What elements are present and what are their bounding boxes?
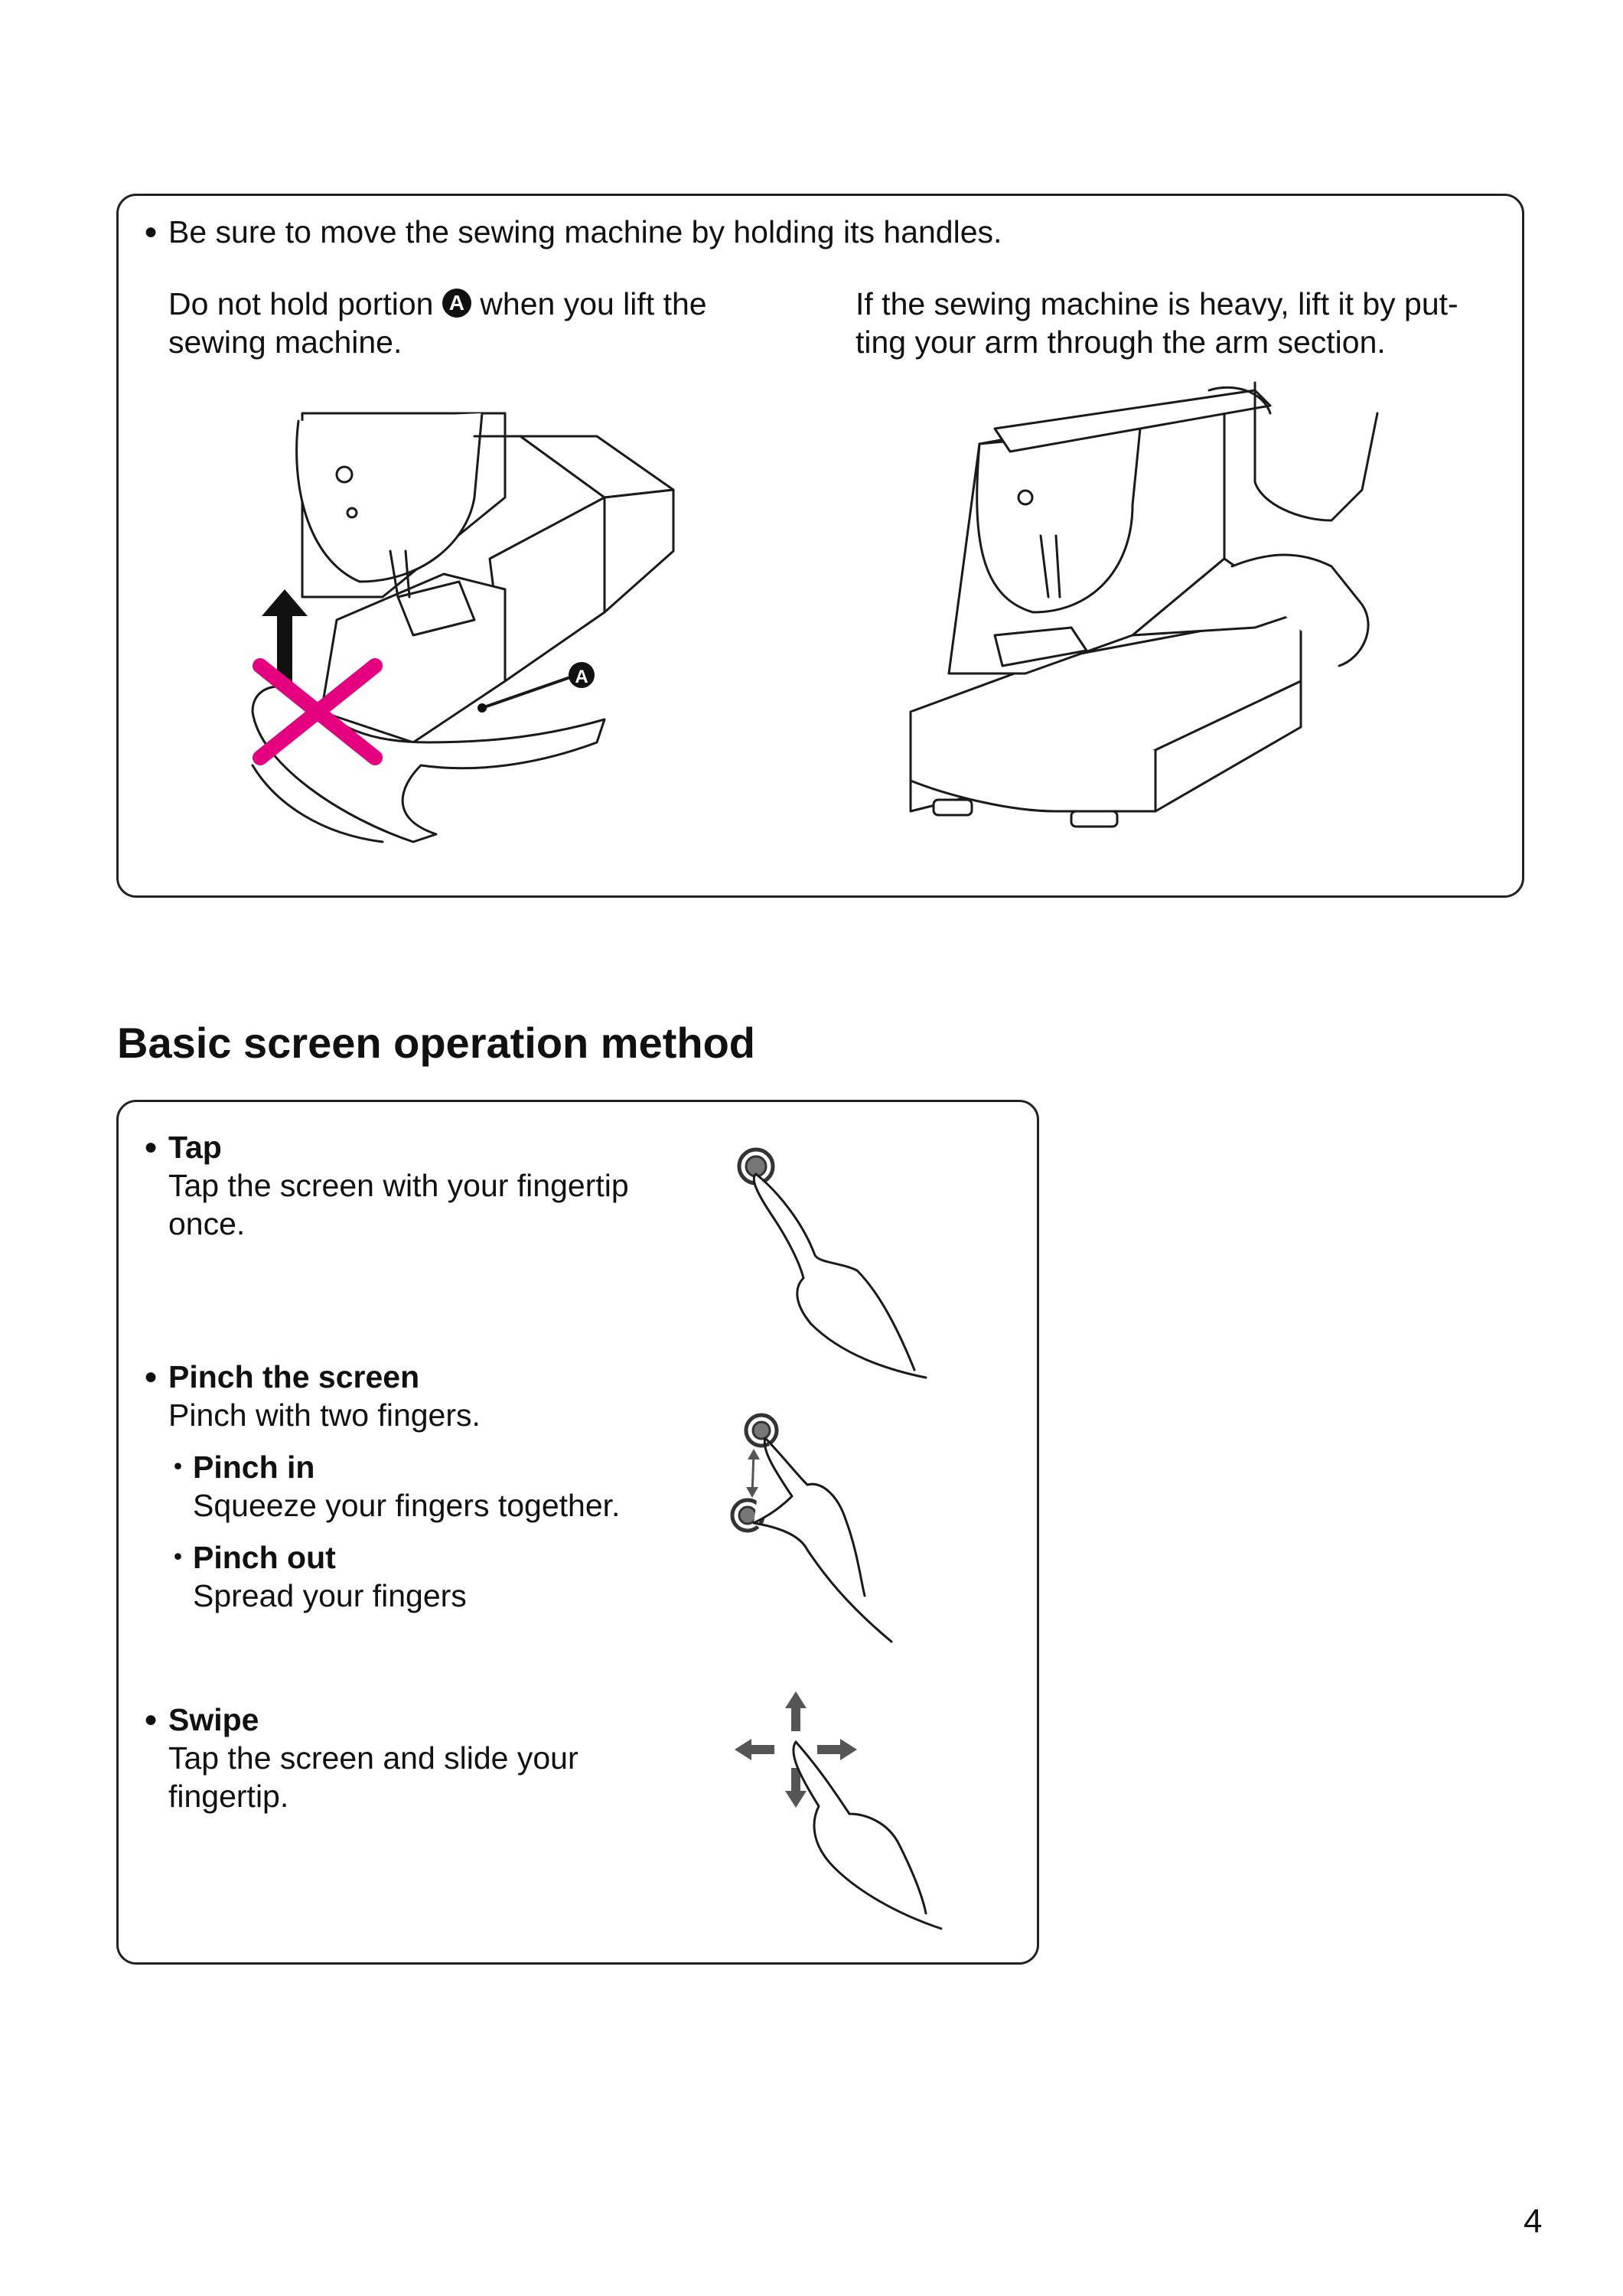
left-caution-post: when you lift the <box>480 286 707 321</box>
left-caution-line1: Do not hold portion A when you lift the <box>168 285 707 323</box>
wrong-lift-illustration: A <box>251 412 675 843</box>
handles-note: Be sure to move the sewing machine by ho… <box>168 214 1002 249</box>
tap-desc-line2: once. <box>168 1206 246 1241</box>
left-caution-pre: Do not hold portion <box>168 286 434 321</box>
right-caution-line1: If the sewing machine is heavy, lift it … <box>855 286 1458 321</box>
swipe-desc-line1: Tap the screen and slide your <box>168 1740 578 1776</box>
pinch-in-desc: Squeeze your fingers together. <box>193 1488 621 1523</box>
sub-bullet-icon: ・ <box>162 1540 194 1575</box>
swipe-gesture-icon <box>735 1691 943 1930</box>
tap-gesture-icon <box>737 1147 927 1379</box>
bullet-icon: ● <box>144 1134 158 1159</box>
bullet-icon: ● <box>144 219 158 244</box>
pinch-in-title: Pinch in <box>193 1450 315 1485</box>
sub-bullet-icon: ・ <box>162 1450 194 1485</box>
swipe-title: Swipe <box>168 1702 259 1737</box>
tap-desc-line1: Tap the screen with your fingertip <box>168 1168 629 1203</box>
pinch-out-desc: Spread your fingers <box>193 1578 467 1613</box>
pinch-title: Pinch the screen <box>168 1359 420 1394</box>
bullet-icon: ● <box>144 1707 158 1732</box>
marker-a-icon: A <box>442 289 471 318</box>
marker-a-label: A <box>575 667 588 687</box>
right-caution-line2: ting your arm through the arm section. <box>855 325 1386 360</box>
pinch-gesture-icon <box>730 1413 893 1643</box>
page-number: 4 <box>1524 2203 1543 2240</box>
correct-lift-illustration <box>909 381 1379 828</box>
swipe-desc-line2: fingertip. <box>168 1779 289 1814</box>
bullet-icon: ● <box>144 1364 158 1389</box>
operations-box <box>116 1100 1039 1965</box>
section-title: Basic screen operation method <box>117 1019 756 1067</box>
pinch-desc: Pinch with two fingers. <box>168 1397 481 1433</box>
pinch-out-title: Pinch out <box>193 1540 336 1575</box>
left-caution-line2: sewing machine. <box>168 325 402 360</box>
tap-title: Tap <box>168 1130 222 1165</box>
